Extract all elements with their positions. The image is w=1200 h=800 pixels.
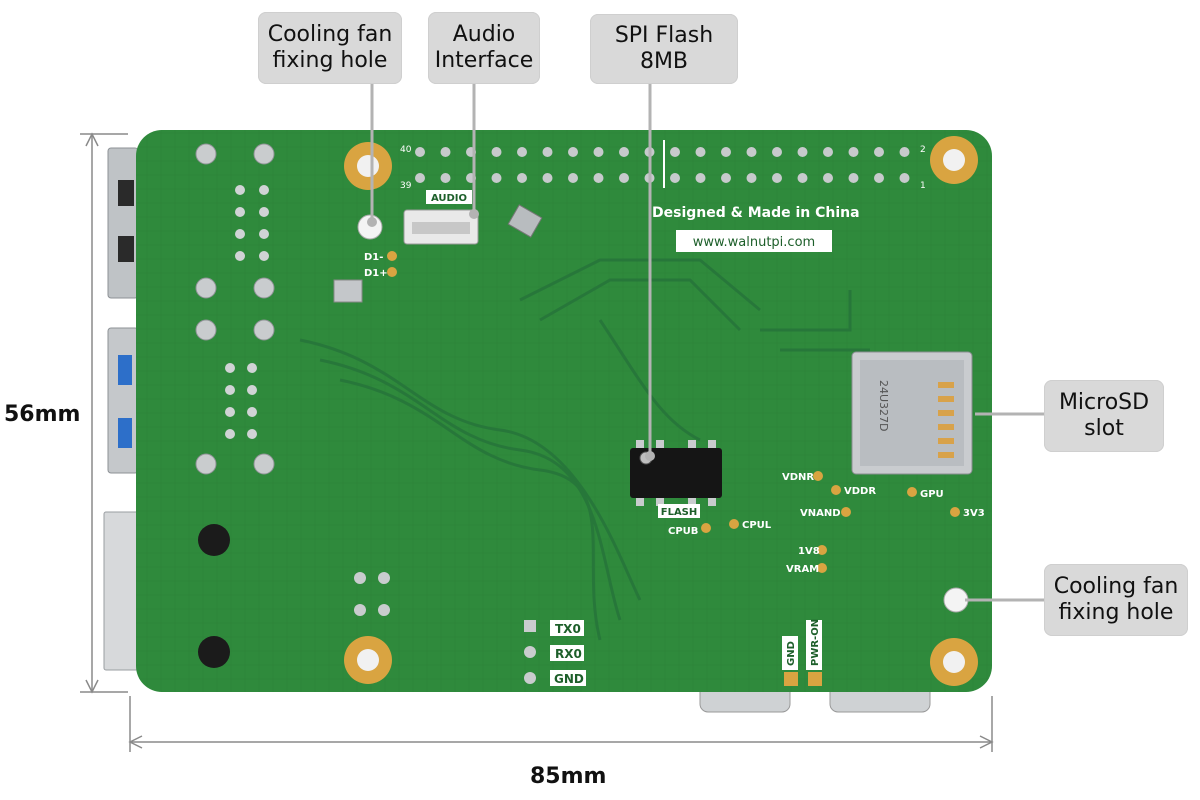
gpio-pin [823,173,833,183]
gpio-pin [440,147,451,157]
gpio-header [415,147,910,183]
gpio-pin [542,173,553,183]
gpio-pin [721,147,731,157]
usb-port-top [107,147,139,299]
dimension-height: 56mm [4,402,81,427]
gpio-pin [542,147,553,157]
left-pads [195,143,275,475]
microsd-slot: 24U327D [851,351,973,475]
gpio-pin [593,147,604,157]
gpio-pin [670,147,680,157]
v3v3-label: 3V3 [963,508,985,519]
gpio-pin [746,173,757,183]
crystal [333,279,363,303]
callout-spi-flash-text: SPI Flash 8MB [614,23,714,74]
gpio-pin [619,173,629,183]
gpio-pin [415,147,425,157]
cpul-label: CPUL [742,520,772,531]
sd-code-text: 24U327D [877,380,890,432]
gpio-pin [415,173,425,183]
left-connectors [103,147,139,671]
rx0-label: RX0 [555,647,582,661]
gpio-pin [491,147,502,157]
gpio-pin [721,173,731,183]
gpio-pin [568,173,578,183]
gpio-pin [848,173,859,183]
gpio-pin [517,147,527,157]
gpio-pin [517,173,527,183]
v1v8-label: 1V8 [798,546,820,557]
fan-hole-right [943,587,969,613]
callout-lines [370,84,1044,602]
gpu-label: GPU [920,489,944,500]
callout-microsd-slot: MicroSD slot [1044,380,1164,452]
test-points [701,471,960,573]
vdnr-label: VDNR [782,472,814,483]
gpio-pin [746,147,757,157]
tx0-label: TX0 [555,622,581,636]
gpio-pin [670,173,680,183]
ethernet-port [103,511,139,671]
gpio-pin [874,173,884,183]
gpio-pin [619,147,629,157]
gpio-pin [823,147,833,157]
small-pads [354,572,390,616]
d1-minus-label: D1- [364,252,383,263]
d1-plus-label: D1+ [364,268,388,279]
spi-flash-chip [630,440,722,506]
callout-audio-interface: Audio Interface [428,12,540,84]
vram-label: VRAM [786,564,819,575]
audio-silk-label [426,190,472,204]
gpio-pin [797,147,808,157]
flash-silk-text: FLASH [661,507,698,518]
gpio-pin [568,147,578,157]
callout-microsd-slot-text: MicroSD slot [1058,390,1150,441]
dimension-width: 85mm [530,764,607,789]
via-grid [225,185,269,439]
gpio-pin [695,173,706,183]
flash-silk-label [658,504,700,518]
mounting-holes [344,136,978,686]
pin-2-label: 2 [920,145,926,155]
gpio-pin [772,147,782,157]
callout-cooling-fan-right: Cooling fan fixing hole [1044,564,1188,636]
gpio-pin [874,147,884,157]
pwr-on-vertical-label: PWR-ON [810,619,821,666]
gnd-vertical-label: GND [786,641,797,666]
vddr-label: VDDR [844,486,876,497]
designed-in-china-text: Designed & Made in China [652,205,860,221]
callout-audio-interface-text: Audio Interface [434,22,534,73]
gpio-pin [899,147,910,157]
uart-pads [524,620,536,684]
gpio-pin [772,173,782,183]
gpio-pin [440,173,451,183]
gpio-pin [797,173,808,183]
pin-39-label: 39 [400,181,412,191]
usb-port-middle [107,327,139,474]
callout-cooling-fan-right-text: Cooling fan fixing hole [1053,574,1179,625]
gpio-pin [593,173,604,183]
pin-1-label: 1 [920,181,926,191]
url-label-box [676,230,832,252]
callout-cooling-fan-top: Cooling fan fixing hole [258,12,402,84]
cpub-label: CPUB [668,526,698,537]
url-text: www.walnutpi.com [693,235,815,250]
audio-silk-text: AUDIO [431,193,467,204]
callout-spi-flash: SPI Flash 8MB [590,14,738,84]
gpio-pin [695,147,706,157]
gnd-label: GND [554,672,584,686]
vnand-label: VNAND [800,508,841,519]
gpio-pin [899,173,910,183]
gpio-pin [491,173,502,183]
dimension-lines [80,132,994,752]
audio-jacks [198,524,230,668]
pin-40-label: 40 [400,145,412,155]
callout-cooling-fan-top-text: Cooling fan fixing hole [267,22,393,73]
component-oscillator [507,204,543,238]
gpio-pin [848,147,859,157]
